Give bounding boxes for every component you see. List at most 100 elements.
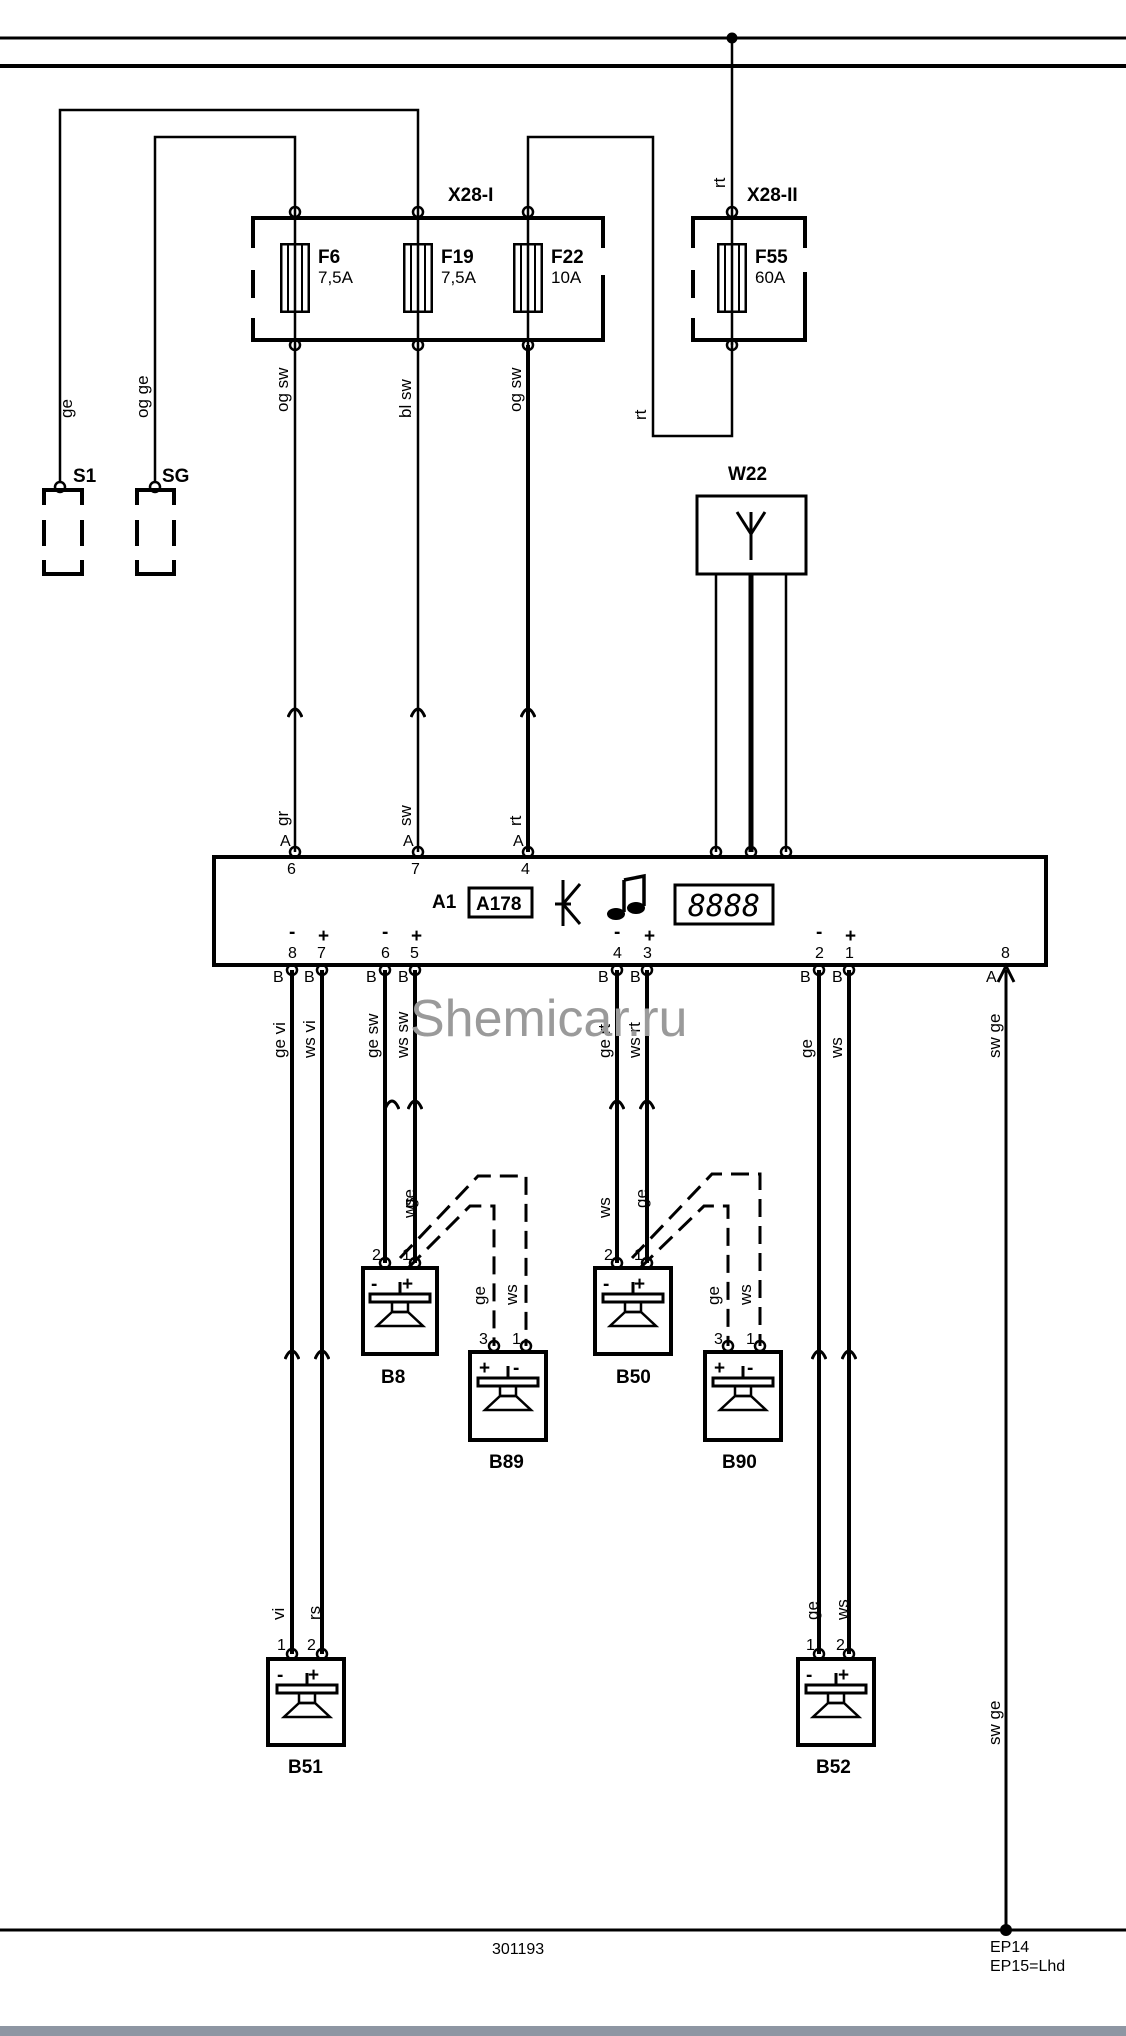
pin-b5-conn: B xyxy=(398,969,409,986)
wire-b5-color: ws sw xyxy=(393,1011,412,1059)
fuse-f55-name: F55 xyxy=(755,247,788,268)
ground-arrow xyxy=(996,962,1016,983)
fuse-f19: F19 7,5A xyxy=(403,205,477,352)
pin-b7-pol: + xyxy=(318,926,329,947)
wire-b6-color: ge sw xyxy=(363,1013,382,1058)
speaker-b89-pin-1: 3 xyxy=(479,1331,488,1348)
fuse-f19-rating: 7,5A xyxy=(441,268,477,287)
speaker-b8-pol-1: - xyxy=(371,1274,377,1295)
fuse-f6-name: F6 xyxy=(318,247,340,268)
pin-b1-num: 1 xyxy=(845,945,854,962)
wire-f22-color: og sw xyxy=(506,367,525,412)
top-pin-4-conn: A xyxy=(513,833,524,850)
pin-b5-num: 5 xyxy=(410,945,419,962)
speaker-b8-pin-2: 1 xyxy=(402,1247,411,1264)
pin-b8-num: 8 xyxy=(288,945,297,962)
pin-b6-conn: B xyxy=(366,969,377,986)
speaker-b90-pol-1: + xyxy=(714,1358,725,1379)
connector-s1-label: S1 xyxy=(73,466,97,487)
tuner-icon xyxy=(555,880,582,926)
music-note-icon xyxy=(607,873,646,920)
top-pin-7-conn: A xyxy=(403,833,414,850)
pin-b1-conn: B xyxy=(832,969,843,986)
shield-links-b8 xyxy=(398,1174,528,1346)
speaker-b90-pin-1: 3 xyxy=(714,1331,723,1348)
watermark: Shemicar.ru xyxy=(410,990,687,1048)
speaker-b52: ge ws 1 2 - + B52 xyxy=(796,1599,876,1778)
shield-links-b50 xyxy=(630,1172,762,1346)
pin-a8-num: 8 xyxy=(1001,945,1010,962)
fuse-f55: F55 60A xyxy=(717,205,788,352)
radio-label: A1 xyxy=(432,892,457,913)
drawing-number: 301193 xyxy=(492,1941,544,1958)
fuse-box-x28-2: X28-II xyxy=(691,185,807,342)
speaker-wires xyxy=(290,970,1008,1930)
top-pin-4-wire: rt xyxy=(506,815,525,826)
speaker-b8-wire-2: ge xyxy=(400,1189,419,1208)
lcd-display-text: 8888 xyxy=(688,889,760,924)
lcd-display: 8888 xyxy=(673,883,775,926)
speaker-b51-pol-2: + xyxy=(308,1665,319,1686)
pin-b6-num: 6 xyxy=(381,945,390,962)
ground-bus xyxy=(0,1924,1126,1936)
fuse-box-x28-1-label: X28-I xyxy=(448,185,493,206)
speaker-b51-wire-1: vi xyxy=(269,1608,288,1620)
speaker-b89-pol-1: + xyxy=(479,1358,490,1379)
ground-point-alt-label: EP15=Lhd xyxy=(990,1958,1065,1975)
speaker-b89-label: B89 xyxy=(489,1452,524,1473)
fuse-f6-rating: 7,5A xyxy=(318,268,354,287)
wire-b2-color: ge xyxy=(797,1039,816,1058)
radio-top-pins: gr sw rt A A A 6 7 4 xyxy=(273,805,535,878)
antenna-icon xyxy=(735,511,767,560)
speaker-b89-wire-1: ge xyxy=(470,1286,489,1305)
top-pin-6-wire: gr xyxy=(273,811,292,826)
top-pin-6-num: 6 xyxy=(287,861,296,878)
pin-b6-pol: - xyxy=(382,922,388,943)
top-pin-7-num: 7 xyxy=(411,861,420,878)
fuse-box-x28-2-label: X28-II xyxy=(747,185,798,206)
feed-wires xyxy=(58,38,734,482)
speaker-b51-pin-2: 2 xyxy=(307,1637,316,1654)
pin-b3-pol: + xyxy=(644,926,655,947)
fuse-f22-name: F22 xyxy=(551,247,584,268)
speaker-b52-pin-2: 2 xyxy=(836,1637,845,1654)
wire-a8-color: sw ge xyxy=(985,1014,1004,1058)
ground-point-label: EP14 xyxy=(990,1939,1029,1956)
radio-code: A178 xyxy=(476,894,521,915)
wire-f55-out-color: rt xyxy=(631,409,650,420)
pin-b2-pol: - xyxy=(816,922,822,943)
speaker-b89: ge ws 3 1 + - B89 xyxy=(468,1284,548,1473)
fuse-f22-rating: 10A xyxy=(551,268,582,287)
pin-b3-conn: B xyxy=(630,969,641,986)
speaker-b52-label: B52 xyxy=(816,1757,851,1778)
speaker-b8-icon xyxy=(368,1280,432,1328)
speaker-b50-icon xyxy=(601,1280,665,1328)
wire-f6-color: og sw xyxy=(273,367,292,412)
wire-ground-color: sw ge xyxy=(985,1701,1004,1745)
speaker-b89-pin-2: 1 xyxy=(512,1331,521,1348)
connector-sg-label: SG xyxy=(162,466,189,487)
speaker-b50-label: B50 xyxy=(616,1367,651,1388)
speaker-b8-pol-2: + xyxy=(402,1274,413,1295)
pin-b2-num: 2 xyxy=(815,945,824,962)
speaker-b51-icon xyxy=(275,1671,339,1719)
speaker-b52-wire-2: ws xyxy=(833,1599,852,1621)
wire-f19-color: bl sw xyxy=(396,379,415,418)
wire-b3-color: ws rt xyxy=(625,1022,644,1059)
pin-b4-num: 4 xyxy=(613,945,622,962)
pin-b1-pol: + xyxy=(845,926,856,947)
top-pin-4-num: 4 xyxy=(521,861,530,878)
speaker-b8-wire-1: ws xyxy=(400,1197,419,1219)
speaker-b50-pin-1: 2 xyxy=(604,1247,613,1264)
fuse-f22: F22 10A xyxy=(513,205,584,352)
top-pin-6-conn: A xyxy=(280,833,291,850)
wire-sg-color: og ge xyxy=(133,375,152,418)
speaker-b51-wire-2: rs xyxy=(305,1606,324,1620)
speaker-b90-pin-2: 1 xyxy=(746,1331,755,1348)
wire-s1-color: ge xyxy=(57,399,76,418)
top-bus xyxy=(0,32,1126,68)
antenna-w22: W22 xyxy=(695,464,808,859)
speaker-b90-wire-1: ge xyxy=(704,1286,723,1305)
speaker-b51-label: B51 xyxy=(288,1757,323,1778)
